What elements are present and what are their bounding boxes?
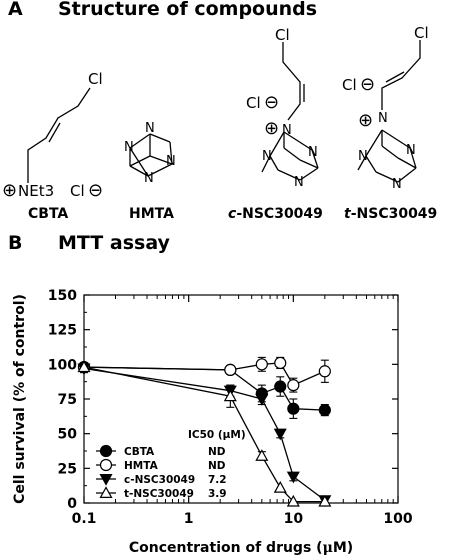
- y-tick-label: 0: [67, 496, 77, 512]
- y-tick-label: 125: [48, 323, 77, 339]
- data-point: [255, 394, 269, 406]
- data-point: [318, 365, 331, 378]
- data-point: [274, 380, 287, 393]
- data-point: [273, 428, 287, 441]
- cbta-counter-cl: Cl: [70, 182, 85, 200]
- compound-name-t-nsc30049: t-NSC30049: [344, 206, 437, 222]
- x-axis-ticks: 0.1 1 10 100: [72, 295, 413, 527]
- data-point: [255, 358, 268, 371]
- legend-label: t-NSC30049: [124, 488, 194, 500]
- t-nsc-counter-cl: Cl: [342, 76, 357, 94]
- hmta-n-right: N: [166, 154, 176, 169]
- c-nsc-n-bottom: N: [294, 175, 304, 190]
- legend-ic50: 7.2: [208, 474, 227, 486]
- c-nsc-plus: ⊕: [264, 118, 279, 139]
- data-point: [274, 356, 287, 370]
- legend-ic50: ND: [208, 446, 226, 458]
- series-line: [83, 367, 326, 501]
- t-nsc-n-bottom: N: [392, 177, 402, 192]
- data-point: [318, 494, 332, 507]
- cbta-chain: [27, 87, 91, 183]
- legend-header: IC50 (μM): [188, 429, 246, 441]
- panel-a-letter: A: [8, 0, 23, 20]
- panel-b-title: MTT assay: [58, 232, 170, 254]
- c-nsc-minus: ⊖: [264, 92, 279, 113]
- cbta-double-bond: [48, 122, 61, 143]
- x-tick-label: 100: [383, 511, 412, 527]
- y-tick-label: 100: [48, 357, 77, 373]
- data-point: [224, 363, 237, 376]
- compound-name-hmta: HMTA: [129, 206, 174, 222]
- y-tick-label: 50: [58, 427, 78, 443]
- series-line: [83, 366, 325, 503]
- legend-label: CBTA: [124, 446, 155, 458]
- c-nsc-n-top: N: [282, 123, 292, 138]
- series-layer: [77, 356, 332, 507]
- cbta-minus: ⊖: [88, 180, 103, 201]
- legend-marker: [99, 458, 113, 472]
- c-nsc-structure: [261, 42, 319, 181]
- hmta-cage: [129, 133, 173, 177]
- c-nsc-n-right: N: [308, 145, 318, 160]
- y-tick-label: 25: [58, 461, 77, 477]
- t-nsc-plus: ⊕: [358, 110, 373, 131]
- data-point: [318, 403, 331, 417]
- x-tick-label: 10: [284, 511, 304, 527]
- t-nsc-n-left: N: [358, 149, 368, 164]
- t-nsc-n-right: N: [406, 143, 416, 158]
- y-tick-label: 75: [58, 392, 77, 408]
- y-axis-ticks: 0 25 50 75 100 125 150: [48, 288, 398, 512]
- y-axis-label: Cell survival (% of control): [12, 294, 28, 504]
- data-point: [255, 449, 269, 461]
- data-point: [273, 481, 287, 493]
- cbta-net3: NEt3: [18, 182, 54, 200]
- legend-label: HMTA: [124, 460, 159, 472]
- t-nsc-structure: [357, 40, 421, 183]
- cbta-cl: Cl: [88, 70, 103, 88]
- legend-label: c-NSC30049: [124, 474, 195, 486]
- data-point: [286, 494, 300, 507]
- hmta-n-top: N: [145, 121, 155, 136]
- x-tick-label: 1: [184, 511, 194, 527]
- series-t-nsc30049: [77, 360, 332, 507]
- data-point: [77, 360, 91, 373]
- cbta-plus: ⊕: [2, 180, 17, 201]
- compound-name-cbta: CBTA: [28, 206, 68, 222]
- legend-marker: [99, 474, 113, 486]
- data-point: [287, 379, 300, 392]
- data-point: [287, 402, 300, 415]
- data-point: [286, 471, 300, 484]
- c-nsc-n-left: N: [262, 149, 272, 164]
- legend-marker: [99, 444, 113, 458]
- c-nsc-cl: Cl: [275, 26, 290, 44]
- legend-ic50: ND: [208, 460, 226, 472]
- hmta-n-left: N: [124, 140, 134, 155]
- panel-a-title: Structure of compounds: [58, 0, 318, 20]
- data-point: [223, 389, 237, 402]
- legend-ic50: 3.9: [208, 488, 227, 500]
- x-tick-label: 0.1: [72, 511, 97, 527]
- compound-name-c-nsc30049: c-NSC30049: [228, 206, 323, 222]
- c-nsc-counter-cl: Cl: [246, 94, 261, 112]
- panel-b-letter: B: [8, 232, 23, 254]
- legend: IC50 (μM) CBTA ND HMTA ND c-NSC30049 7.2 t-NSC3…: [96, 429, 246, 500]
- t-nsc-n-top: N: [378, 111, 388, 126]
- hmta-n-bottom: N: [144, 171, 154, 186]
- legend-marker: [99, 486, 113, 498]
- t-nsc-minus: ⊖: [360, 74, 375, 95]
- t-nsc-cl: Cl: [414, 24, 429, 42]
- x-axis-label: Concentration of drugs (μM): [129, 540, 353, 556]
- y-tick-label: 150: [48, 288, 77, 304]
